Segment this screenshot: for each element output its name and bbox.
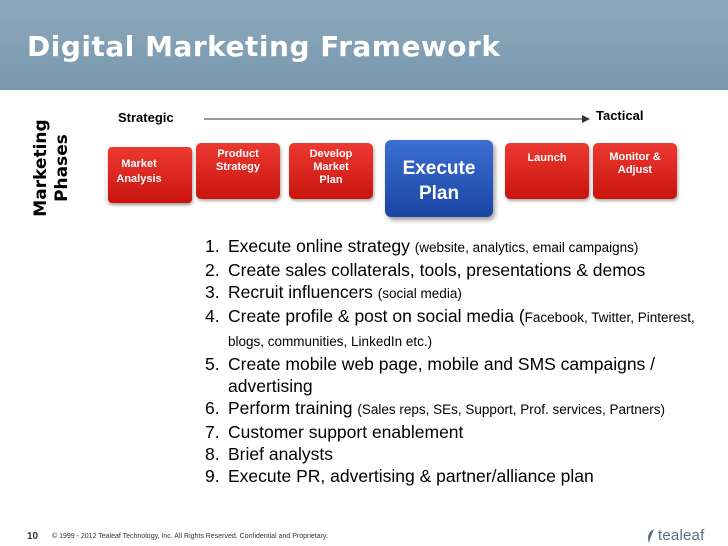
develop-market-plan-label: Develop Market Plan bbox=[309, 148, 353, 186]
market-analysis-label: Market Analysis bbox=[116, 158, 162, 185]
company-logo: tealeaf bbox=[646, 527, 704, 544]
market-analysis-step bbox=[108, 147, 192, 203]
list-item: 1.Execute online strategy (website, anal… bbox=[205, 236, 639, 256]
strategic-label: Strategic bbox=[118, 110, 174, 125]
list-item: 8.Brief analysts bbox=[205, 444, 334, 464]
timeline-arrow bbox=[204, 115, 590, 123]
phases-label-line-2: Phases bbox=[52, 134, 72, 202]
list-item: 2.Create sales collaterals, tools, prese… bbox=[205, 260, 646, 280]
tactical-label: Tactical bbox=[596, 108, 644, 123]
list-item: 5.Create mobile web page, mobile and SMS… bbox=[205, 354, 656, 396]
title-bar: Digital Marketing Framework bbox=[0, 0, 728, 90]
monitor-adjust-step: Monitor & Adjust bbox=[593, 143, 677, 199]
product-strategy-step: Product Strategy bbox=[196, 143, 280, 199]
execute-plan-step: Execute Plan bbox=[385, 140, 493, 217]
launch-label: Launch bbox=[527, 152, 567, 164]
list-item: 6.Perform training (Sales reps, SEs, Sup… bbox=[205, 398, 665, 418]
execute-plan-label: Execute Plan bbox=[402, 158, 476, 204]
product-strategy-label: Product Strategy bbox=[215, 148, 261, 173]
slide-footer: 10 © 1999 - 2012 Tealeaf Technology, Inc… bbox=[0, 524, 728, 546]
list-item: 9.Execute PR, advertising & partner/alli… bbox=[205, 466, 594, 486]
copyright-notice: © 1999 - 2012 Tealeaf Technology, Inc. A… bbox=[52, 533, 328, 540]
list-item: 7.Customer support enablement bbox=[205, 422, 464, 442]
launch-step: Launch bbox=[505, 143, 589, 199]
list-item: 4.Create profile & post on social media … bbox=[205, 306, 695, 349]
develop-market-plan-step: Develop Market Plan bbox=[289, 143, 373, 199]
leaf-icon bbox=[648, 528, 654, 543]
execute-plan-list: 1.Execute online strategy (website, anal… bbox=[205, 235, 720, 487]
monitor-adjust-label: Monitor & Adjust bbox=[609, 151, 661, 176]
phases-label-line-1: Marketing bbox=[31, 119, 51, 217]
slide-title: Digital Marketing Framework bbox=[27, 30, 501, 63]
marketing-phases-label: Marketing Phases bbox=[20, 113, 84, 223]
logo-text: tealeaf bbox=[658, 527, 705, 544]
list-item: 3.Recruit influencers (social media) bbox=[205, 282, 462, 302]
page-number: 10 bbox=[27, 531, 39, 542]
